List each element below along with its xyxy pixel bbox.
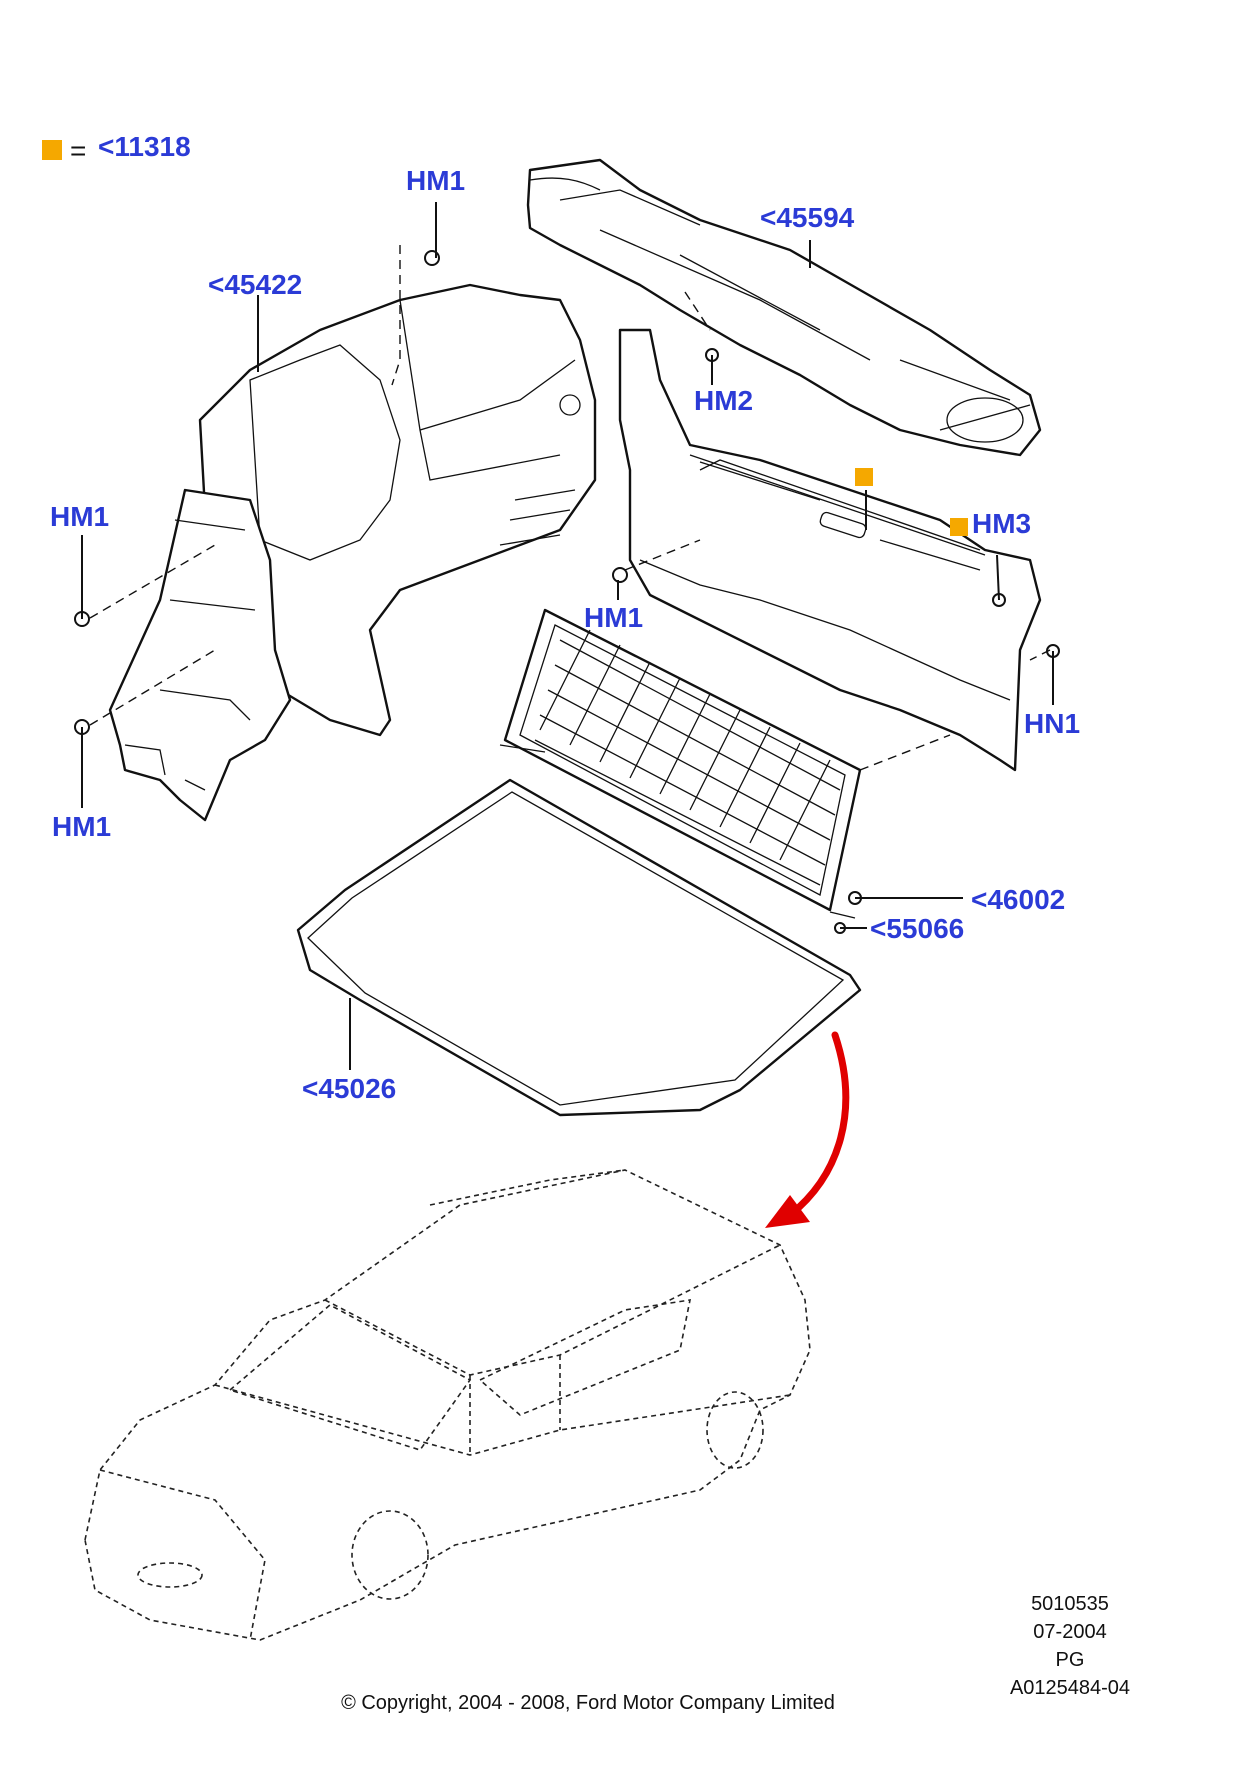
marker-icon xyxy=(855,468,873,486)
callout-hm1-bottom: HM1 xyxy=(52,811,111,842)
trunk-floor-mat xyxy=(296,778,862,1117)
vehicle-outline xyxy=(84,1169,811,1641)
left-trunk-trim xyxy=(198,283,597,737)
marker-icon xyxy=(950,518,968,536)
callout-hm1-center: HM1 xyxy=(584,602,643,633)
rear-panel-trim xyxy=(618,328,1042,772)
callout-46002: <46002 xyxy=(971,884,1065,915)
callout-hm2: HM2 xyxy=(694,385,753,416)
leader-lines xyxy=(81,202,1054,1070)
info-drawing: A0125484-04 xyxy=(1010,1677,1130,1699)
callout-45422: <45422 xyxy=(208,269,302,300)
callout-hm1-left: HM1 xyxy=(50,501,109,532)
callouts: HM1 <45594 <45422 HM2 HM1 HM3 HM1 HN1 HM… xyxy=(50,165,1080,1104)
info-date: 07-2004 xyxy=(1033,1621,1106,1643)
direction-arrow-icon xyxy=(765,1031,850,1228)
callout-45026: <45026 xyxy=(302,1073,396,1104)
fastener-icon xyxy=(612,567,628,583)
callout-55066: <55066 xyxy=(870,913,964,944)
info-code: PG xyxy=(1056,1649,1085,1671)
legend-marker-icon xyxy=(42,140,62,160)
callout-hn1: HN1 xyxy=(1024,708,1080,739)
legend-equals: = xyxy=(70,135,86,166)
callout-hm1-top: HM1 xyxy=(406,165,465,196)
copyright: © Copyright, 2004 - 2008, Ford Motor Com… xyxy=(341,1692,835,1714)
info-number: 5010535 xyxy=(1031,1593,1109,1615)
parcel-shelf-insulator xyxy=(526,158,1042,457)
info-block: 5010535 07-2004 PG A0125484-04 xyxy=(1010,1593,1130,1699)
luggage-net xyxy=(499,608,862,919)
assembly-lines xyxy=(89,245,1051,771)
callout-45594: <45594 xyxy=(760,202,855,233)
left-lower-trim xyxy=(108,488,292,822)
legend: = <11318 xyxy=(42,131,191,166)
callout-hm3: HM3 xyxy=(972,508,1031,539)
legend-ref: <11318 xyxy=(98,131,191,162)
